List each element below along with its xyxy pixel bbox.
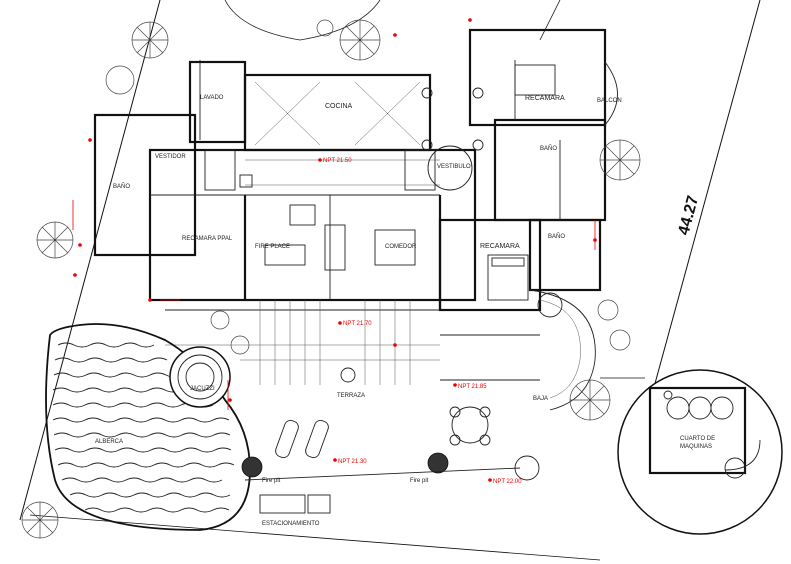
kitchen-ceiling-hatch <box>245 81 440 186</box>
room-label-cuarto-maquinas-1: CUARTO DE <box>680 436 715 442</box>
room-label-recamara-1: RECAMARA <box>525 95 565 102</box>
level-markers <box>72 18 597 482</box>
room-label-vestibulo: VESTIBULO <box>437 164 471 170</box>
level-label-4: NPT 22.00 <box>493 479 522 485</box>
parking-area <box>259 494 331 514</box>
level-label-3: NPT 21.85 <box>458 384 487 390</box>
boundary-dimension-label: 44.27 <box>675 194 702 237</box>
room-label-bano-1: BAÑO <box>540 145 557 152</box>
room-label-comedor: COMEDOR <box>385 244 417 250</box>
level-label-5: NPT 21.30 <box>338 459 367 465</box>
hallway-columns <box>204 87 484 191</box>
room-label-terraza: TERRAZA <box>337 393 365 399</box>
living-furniture <box>239 174 416 271</box>
level-label-2: NPT 21.70 <box>343 321 372 327</box>
vestibulo-circle <box>427 145 473 191</box>
jacuzzi <box>169 346 231 408</box>
room-label-fire-pit-1: Fire pit <box>262 478 281 484</box>
room-label-fire-pit-2: Fire pit <box>410 478 429 484</box>
patio-table <box>449 406 491 446</box>
landscape-trees <box>21 19 641 539</box>
machine-room-detail <box>600 369 783 535</box>
room-label-recamara-ppal: RECAMARA PPAL <box>182 236 233 242</box>
room-label-vestidor: VESTIDOR <box>155 154 186 160</box>
bed-lower-bedroom <box>487 254 529 301</box>
room-label-jacuzzi: JACUZZI <box>190 386 215 392</box>
fire-pits <box>241 452 521 481</box>
property-boundary <box>19 0 761 561</box>
bed-upper-bedroom <box>514 64 556 96</box>
room-label-recamara-2: RECAMARA <box>480 243 520 250</box>
room-label-bano-3: BAÑO <box>548 233 565 240</box>
spiral-stairs <box>514 289 596 481</box>
room-label-bano-2: BAÑO <box>113 183 130 190</box>
level-label-1: NPT 21.50 <box>323 158 352 164</box>
room-label-estacionamiento: ESTACIONAMIENTO <box>262 521 320 527</box>
sun-loungers <box>275 419 329 459</box>
room-label-alberca: ALBERCA <box>95 439 123 445</box>
room-label-cocina: COCINA <box>325 103 353 110</box>
room-label-fire-place: FIRE PLACE <box>255 244 290 250</box>
room-label-baja: BAJA <box>533 396 548 402</box>
room-label-balcon: BALCON <box>597 98 622 104</box>
house-walls <box>93 28 618 312</box>
room-label-cuarto-maquinas-2: MAQUINAS <box>680 444 712 450</box>
room-label-lavado: LAVADO <box>200 95 224 101</box>
terrace-pergola <box>165 300 540 385</box>
